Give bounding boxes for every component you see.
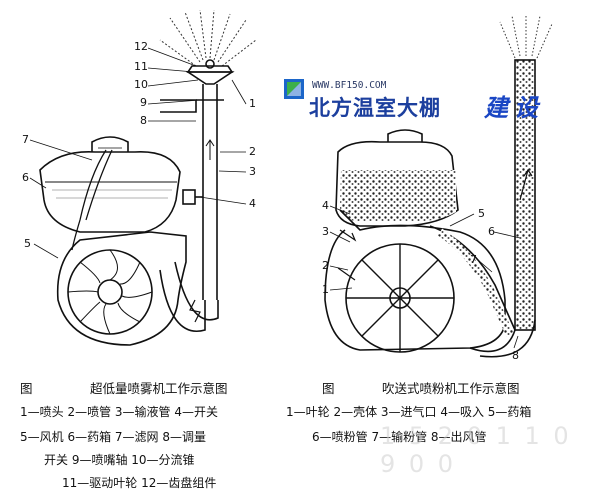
right-legend-line-2: 6—喷粉管 7—输粉管 8—出风管 xyxy=(312,430,487,444)
left-figure-prefix: 图 xyxy=(20,381,33,396)
left-leader-lines xyxy=(29,47,247,259)
left-label-1: 1 xyxy=(249,97,256,110)
right-label-3: 3 xyxy=(322,225,329,238)
right-label-1: 1 xyxy=(322,283,329,296)
left-legend-line-2: 5—风机 6—药箱 7—滤网 8—调量 xyxy=(20,430,206,444)
right-leader-lines xyxy=(329,205,521,349)
left-figure-title: 超低量喷雾机工作示意图 xyxy=(90,381,228,396)
logo-url: WWW.BF150.COM xyxy=(312,80,387,91)
left-legend-line-1: 1—喷头 2—喷管 3—输液管 4—开关 xyxy=(20,405,218,419)
right-figure-prefix: 图 xyxy=(322,381,335,396)
right-legend-line-1: 1—叶轮 2—壳体 3—进气口 4—吸入 5—药箱 xyxy=(286,405,532,419)
left-label-7: 7 xyxy=(22,133,29,146)
left-label-5: 5 xyxy=(24,237,31,250)
left-nozzle-head xyxy=(185,71,235,85)
right-duster-diagram xyxy=(324,14,553,358)
left-label-9: 9 xyxy=(140,96,147,109)
right-powder-plume xyxy=(499,14,553,59)
logo-name: 北方温室大棚 xyxy=(309,96,441,120)
right-hopper xyxy=(335,140,459,227)
logo-mark xyxy=(284,79,304,99)
left-legend-line-4: 11—驱动叶轮 12—齿盘组件 xyxy=(62,476,217,490)
left-air-duct xyxy=(159,261,219,332)
left-label-10: 10 xyxy=(134,78,148,91)
left-label-3: 3 xyxy=(249,165,256,178)
right-discharge-pipe xyxy=(514,59,536,331)
right-label-4: 4 xyxy=(322,199,329,212)
left-sprayer-diagram xyxy=(39,9,257,346)
left-switch xyxy=(182,189,196,205)
left-spray-pipe xyxy=(202,84,218,300)
left-label-2: 2 xyxy=(249,145,256,158)
left-liquid-tube xyxy=(71,149,107,251)
right-label-8: 8 xyxy=(512,349,519,362)
right-feed-channel xyxy=(429,225,516,331)
left-fan-housing xyxy=(56,231,187,346)
right-figure-title: 吹送式喷粉机工作示意图 xyxy=(382,381,520,396)
left-spray-mist xyxy=(159,9,257,67)
watermark: 1 5 2 0 1 1 0 9 0 0 xyxy=(380,422,572,478)
left-tank xyxy=(39,151,181,233)
left-label-4: 4 xyxy=(249,197,256,210)
right-housing xyxy=(324,209,506,351)
right-label-6: 6 xyxy=(488,225,495,238)
left-label-11: 11 xyxy=(134,60,148,73)
left-label-6: 6 xyxy=(22,171,29,184)
left-label-8: 8 xyxy=(140,114,147,127)
right-label-2: 2 xyxy=(322,259,329,272)
left-filter xyxy=(91,136,129,152)
logo-name-2: 建设 xyxy=(484,94,544,122)
left-legend-line-3: 开关 9—喷嘴轴 10—分流锥 xyxy=(44,453,195,467)
right-label-7: 7 xyxy=(470,253,477,266)
right-label-5: 5 xyxy=(478,207,485,220)
left-label-12: 12 xyxy=(134,40,148,53)
